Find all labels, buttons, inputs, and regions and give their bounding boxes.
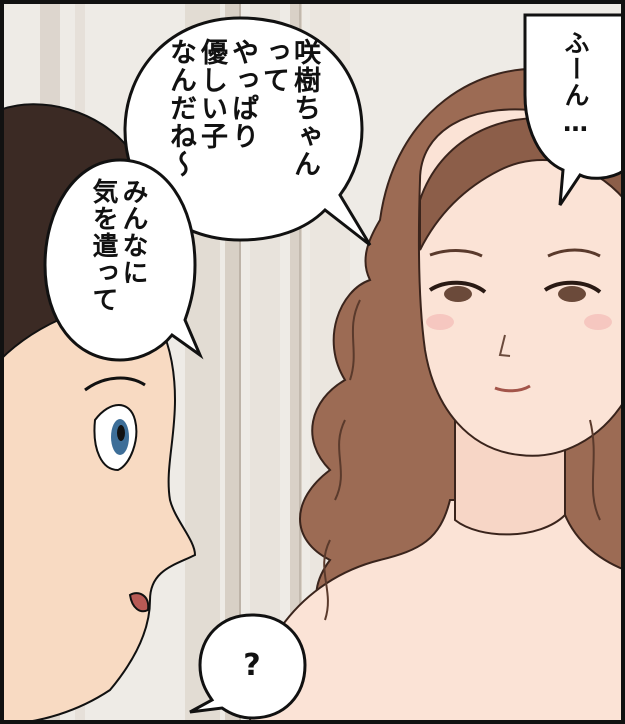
woman-blush-right (584, 314, 612, 330)
bubble-text-left: みんなに 気を遣って (88, 178, 148, 313)
bubble-text-top: 咲樹ちゃん って やっぱり 優しい子 なんだね〜 (165, 38, 320, 178)
bubble-text-question: ? (243, 648, 261, 683)
speech-bubble-left (43, 158, 204, 362)
boy-mouth (128, 592, 150, 613)
boy-eye (84, 376, 146, 472)
woman-hair-curls (323, 299, 601, 621)
speech-bubble-top (123, 16, 372, 247)
woman-mouth (494, 384, 531, 393)
speech-bubble-question (189, 613, 307, 720)
woman-blush-left (426, 314, 454, 330)
woman-face (417, 108, 625, 457)
bubble-text-right: ふーん… (561, 30, 590, 138)
speech-bubble-right (523, 13, 625, 206)
woman-eyes (428, 248, 602, 302)
woman-nose (498, 334, 511, 357)
